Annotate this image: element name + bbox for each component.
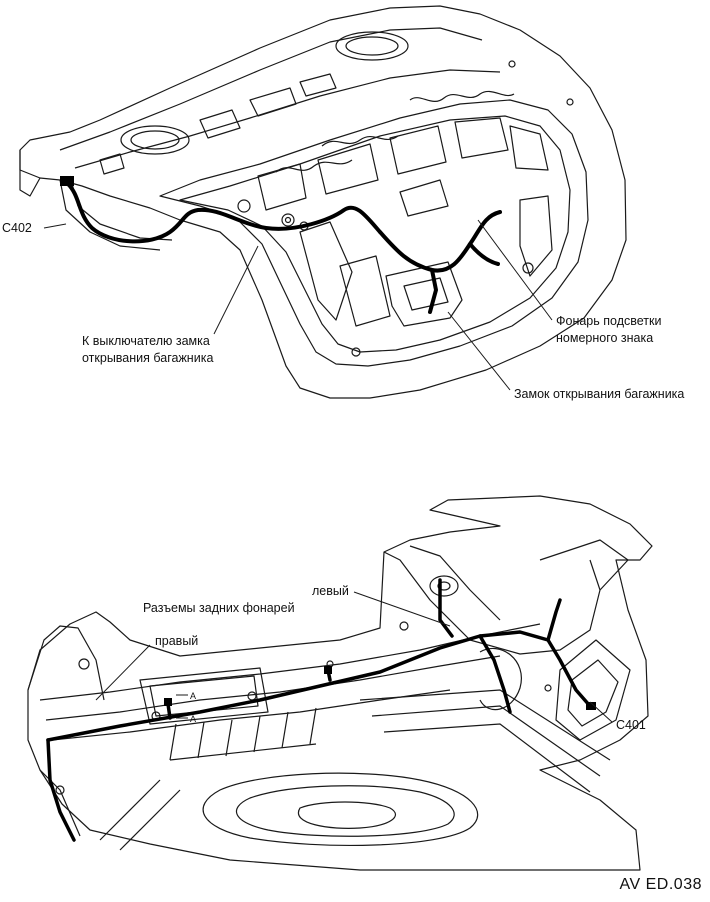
plate-lamp-label-line1: Фонарь подсветки (556, 314, 662, 328)
trunk-switch-label-line2: открывания багажника (82, 351, 214, 365)
rear-connectors (164, 666, 596, 710)
bottom-leader-lines (95, 591, 613, 723)
trunk-lid-drawing (19, 5, 627, 399)
rear-body-drawing (27, 495, 653, 871)
right-connector-label: правый (155, 634, 199, 648)
marker-a-lower: A (190, 714, 196, 724)
c402-label: C402 (2, 221, 32, 235)
figure-code: AV ED.038 (619, 876, 702, 893)
rear-lamp-connectors-label: Разъемы задних фонарей (143, 601, 295, 615)
c402-connector (60, 176, 74, 186)
plate-lamp-label-line2: номерного знака (556, 331, 654, 345)
marker-a-upper: A (190, 691, 196, 701)
trunk-lid-harness (66, 182, 502, 314)
trunk-switch-label-line1: К выключателю замка (82, 334, 210, 348)
top-leader-lines (43, 219, 553, 391)
left-connector-label: левый (312, 584, 349, 598)
c401-label: C401 (616, 718, 646, 732)
trunk-lock-label: Замок открывания багажника (514, 387, 685, 401)
rear-body-harness (46, 578, 592, 842)
